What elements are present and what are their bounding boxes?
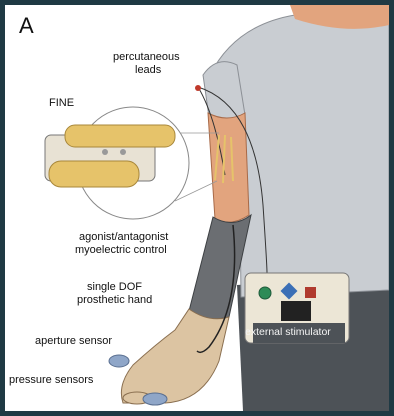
- figure-panel: A percutaneous leads FINE agonist/antago…: [5, 5, 389, 411]
- stimulator-label: external stimulator: [245, 326, 331, 338]
- fine-label: FINE: [49, 97, 74, 109]
- aperture-sensor-label: aperture sensor: [35, 335, 112, 347]
- agonist-label-line1: agonist/antagonist: [79, 231, 168, 243]
- single-dof-label-line2: prosthetic hand: [77, 294, 152, 306]
- illustration: [5, 5, 389, 411]
- upper-arm: [208, 113, 249, 222]
- percutaneous-label-line2: leads: [135, 64, 161, 76]
- agonist-label-line2: myoelectric control: [75, 244, 167, 256]
- lead-exit-point: [195, 85, 201, 91]
- panel-letter: A: [19, 13, 34, 39]
- single-dof-label-line1: single DOF: [87, 281, 142, 293]
- percutaneous-label-line1: percutaneous: [113, 51, 180, 63]
- pressure-sensors-label: pressure sensors: [9, 374, 93, 386]
- prosthetic-hand-shape: [121, 309, 229, 403]
